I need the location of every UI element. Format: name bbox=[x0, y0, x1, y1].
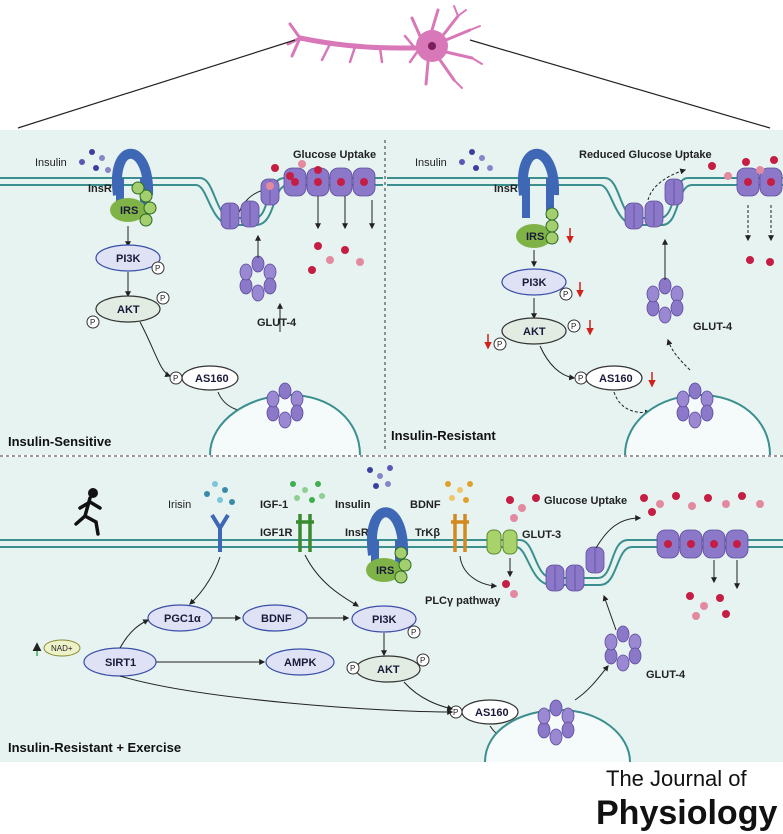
svg-text:PGC1α: PGC1α bbox=[164, 613, 201, 625]
as160-node: P AS160 bbox=[169, 365, 239, 391]
panel-title-insulin-sensitive: Insulin-Sensitive bbox=[8, 434, 111, 449]
svg-text:P: P bbox=[420, 656, 425, 665]
svg-text:P: P bbox=[411, 628, 416, 637]
svg-text:PI3K: PI3K bbox=[372, 614, 397, 626]
irisin-molecules bbox=[204, 481, 235, 505]
svg-text:IRS: IRS bbox=[120, 205, 138, 217]
svg-text:AS160: AS160 bbox=[599, 373, 633, 385]
trkb-label: TrKβ bbox=[415, 527, 440, 539]
glut4-vesicle bbox=[624, 382, 771, 456]
irisin-label: Irisin bbox=[168, 499, 191, 511]
svg-text:P: P bbox=[155, 264, 160, 273]
insulin-molecules bbox=[459, 149, 493, 171]
glut4-label: GLUT-4 bbox=[257, 317, 297, 329]
svg-text:AS160: AS160 bbox=[475, 707, 509, 719]
bdnf-molecules bbox=[445, 481, 473, 503]
glucose-molecules bbox=[266, 160, 364, 274]
panel-title-exercise: Insulin-Resistant + Exercise bbox=[8, 740, 181, 755]
irs-icon: IRS bbox=[110, 181, 157, 227]
svg-text:NAD+: NAD+ bbox=[51, 644, 73, 653]
akt-node: AKT P P bbox=[86, 291, 170, 329]
igf1-label: IGF-1 bbox=[260, 499, 288, 511]
svg-text:P: P bbox=[90, 318, 95, 327]
insr-label: InsR bbox=[88, 183, 112, 195]
glut4-label: GLUT-4 bbox=[646, 669, 686, 681]
pgc1a-node: PGC1α bbox=[147, 604, 213, 632]
glut3-icon bbox=[486, 529, 518, 555]
glut4-vesicle bbox=[484, 699, 631, 763]
svg-text:P: P bbox=[563, 290, 568, 299]
glucose-molecules bbox=[708, 156, 778, 266]
svg-text:PI3K: PI3K bbox=[522, 277, 547, 289]
igf1-molecules bbox=[290, 481, 325, 503]
insulin-receptor-icon bbox=[517, 148, 560, 218]
pi3k-node: PI3K P bbox=[501, 268, 573, 301]
insulin-molecules bbox=[79, 149, 111, 173]
svg-text:AMPK: AMPK bbox=[284, 657, 316, 669]
runner-icon bbox=[74, 488, 102, 536]
bdnf-top-label: BDNF bbox=[410, 499, 441, 511]
journal-name-line1: The Journal of bbox=[606, 766, 748, 791]
irs-icon: IRS bbox=[366, 546, 412, 584]
insr-label: InsR bbox=[494, 183, 518, 195]
ampk-node: AMPK bbox=[265, 648, 335, 676]
insulin-molecules bbox=[367, 465, 393, 489]
as160-node: P AS160 bbox=[574, 365, 643, 391]
svg-text:P: P bbox=[453, 708, 458, 717]
svg-text:AKT: AKT bbox=[523, 326, 546, 338]
svg-text:BDNF: BDNF bbox=[261, 613, 292, 625]
svg-text:AKT: AKT bbox=[117, 304, 140, 316]
panel-exercise: Irisin IGF-1 IGF1R Insulin InsR bbox=[0, 465, 783, 763]
panel-title-insulin-resistant: Insulin-Resistant bbox=[391, 428, 496, 443]
irisin-receptor-icon bbox=[210, 513, 230, 552]
svg-text:P: P bbox=[571, 322, 576, 331]
zoom-line-left bbox=[17, 39, 296, 129]
svg-text:P: P bbox=[497, 340, 502, 349]
panel-insulin-sensitive: Insulin InsR IRS PI3K P AKT bbox=[0, 148, 383, 456]
glucose-molecules-outside bbox=[640, 492, 764, 620]
pi3k-node: PI3K P bbox=[351, 605, 421, 639]
neuron-icon bbox=[286, 5, 483, 89]
glut3-label: GLUT-3 bbox=[522, 529, 561, 541]
svg-text:P: P bbox=[350, 664, 355, 673]
journal-name-line2: Physiology bbox=[596, 794, 777, 832]
svg-text:SIRT1: SIRT1 bbox=[105, 657, 136, 669]
insulin-label: Insulin bbox=[335, 499, 371, 511]
svg-text:P: P bbox=[578, 374, 583, 383]
svg-text:IRS: IRS bbox=[376, 565, 394, 577]
bdnf-node: BDNF bbox=[242, 604, 308, 632]
glucose-uptake-label: Glucose Uptake bbox=[544, 495, 627, 507]
nad-node: NAD+ bbox=[43, 639, 81, 657]
glucose-molecules bbox=[502, 494, 540, 598]
panel-insulin-resistant: Insulin InsR IRS PI3K P AKT bbox=[387, 148, 783, 456]
igf1r-label: IGF1R bbox=[260, 527, 292, 539]
insulin-label: Insulin bbox=[415, 157, 447, 169]
insulin-label: Insulin bbox=[35, 157, 67, 169]
irs-icon: IRS bbox=[516, 207, 559, 248]
insr-label: InsR bbox=[345, 527, 369, 539]
zoom-line-right bbox=[469, 39, 771, 129]
igf1r-receptor-icon bbox=[296, 514, 314, 552]
journal-logo: The Journal of Physiology bbox=[596, 766, 777, 832]
svg-text:AKT: AKT bbox=[377, 664, 400, 676]
svg-text:IRS: IRS bbox=[526, 231, 544, 243]
svg-text:AS160: AS160 bbox=[195, 373, 229, 385]
svg-text:PI3K: PI3K bbox=[116, 253, 141, 265]
glut4-vesicle bbox=[209, 382, 361, 456]
svg-text:P: P bbox=[160, 294, 165, 303]
as160-node: P AS160 bbox=[449, 699, 519, 725]
glucose-uptake-label: Glucose Uptake bbox=[293, 149, 376, 161]
sirt1-node: SIRT1 bbox=[83, 647, 157, 677]
svg-text:P: P bbox=[173, 374, 178, 383]
pi3k-node: PI3K P bbox=[95, 244, 165, 275]
plcg-label: PLCγ pathway bbox=[425, 595, 501, 607]
akt-node: AKT P P bbox=[493, 317, 581, 351]
trkb-receptor-icon bbox=[451, 514, 469, 552]
glut4-label: GLUT-4 bbox=[693, 321, 733, 333]
glucose-uptake-label: Reduced Glucose Uptake bbox=[579, 149, 712, 161]
akt-node: AKT P P bbox=[346, 653, 430, 683]
